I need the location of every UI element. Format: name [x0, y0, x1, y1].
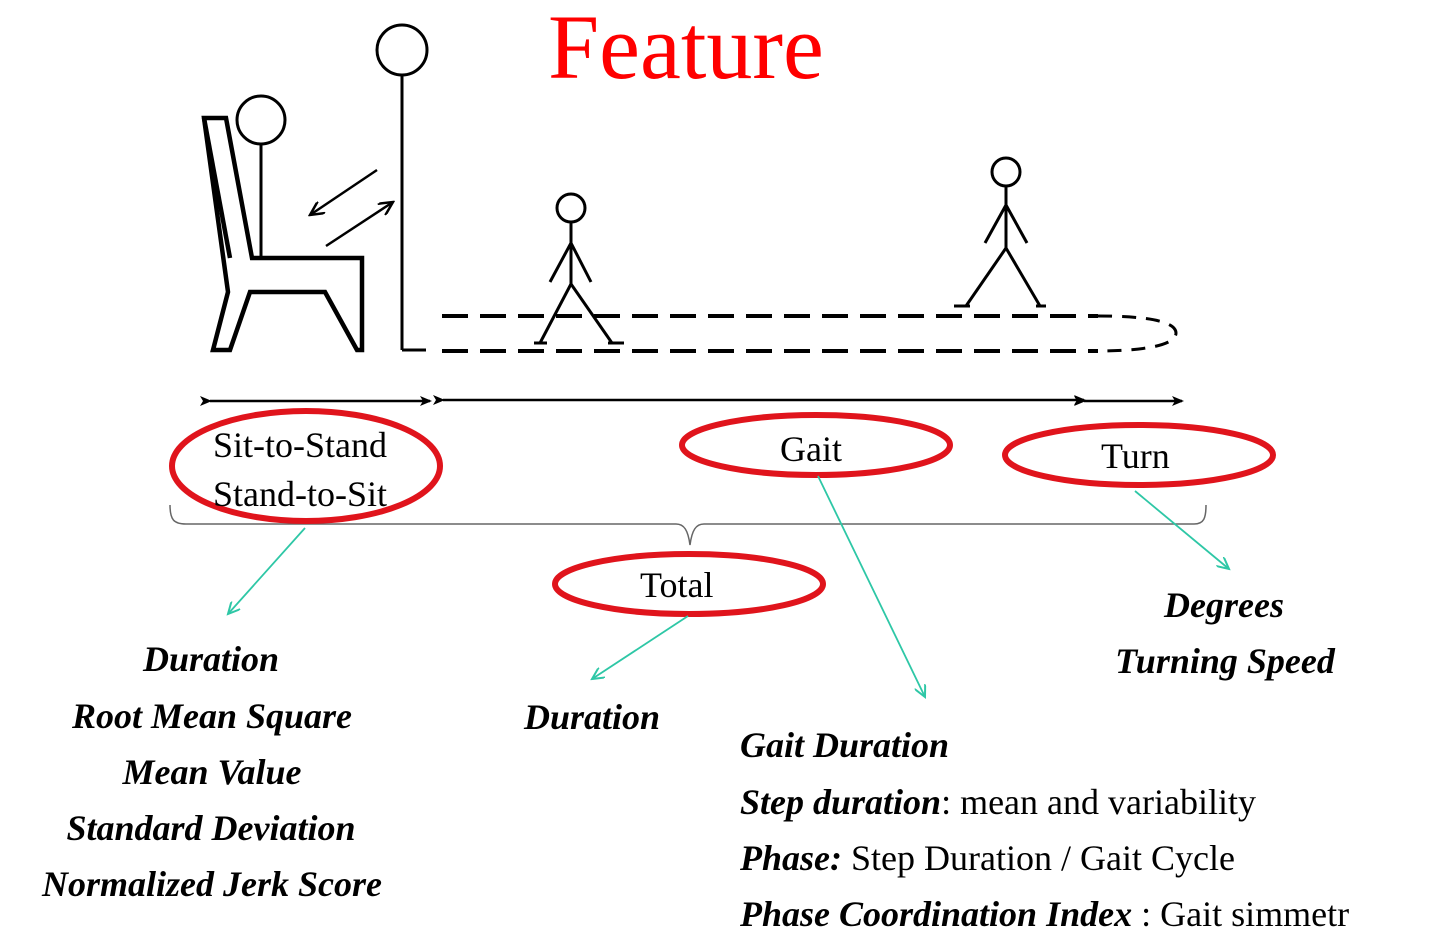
stick-figure-walking-icon [534, 192, 624, 345]
sit-stand-highlight [169, 408, 443, 524]
feature-item: Turning Speed [1115, 641, 1336, 681]
gait-label: Gait [780, 429, 842, 469]
turn-pointer-arrow [1134, 490, 1229, 569]
feature-item: Root Mean Square [71, 696, 352, 736]
total-pointer-arrow [592, 615, 689, 679]
diagram-title: Feature [548, 0, 824, 98]
total-bracket [169, 504, 1207, 546]
turn-highlight [1002, 422, 1276, 488]
feature-item: Standard Deviation [66, 808, 355, 848]
stand-to-sit-label: Stand-to-Sit [213, 474, 387, 514]
feature-item: Mean Value [121, 752, 301, 792]
step-duration-feature: Step duration: mean and variability [740, 782, 1256, 822]
feature-item: Duration [142, 639, 279, 679]
total-feature-list: Duration [523, 697, 660, 737]
stick-figure-walking-icon-2 [954, 156, 1046, 308]
gait-feature-list: Gait Duration Step duration: mean and va… [739, 725, 1349, 931]
feature-item: Degrees [1163, 585, 1284, 625]
stand-arrow [325, 202, 393, 248]
phase-coordination-index-feature: Phase Coordination Index : Gait simmetr [739, 894, 1349, 931]
sit-stand-feature-list: Duration Root Mean Square Mean Value Sta… [41, 639, 382, 904]
gait-pointer-arrow [817, 475, 925, 697]
sit-to-stand-label: Sit-to-Stand [213, 425, 387, 465]
stick-figure-standing-icon [375, 23, 429, 352]
feature-item: Normalized Jerk Score [41, 864, 382, 904]
stick-figure-seated-icon [235, 94, 352, 260]
walkway-icon [442, 314, 1178, 353]
chair-icon [201, 115, 365, 353]
gait-highlight [679, 412, 953, 478]
turn-label: Turn [1101, 436, 1170, 476]
total-highlight [552, 551, 826, 617]
turn-feature-list: Degrees Turning Speed [1115, 585, 1336, 681]
sit-stand-pointer-arrow [228, 527, 306, 614]
gait-duration-feature: Gait Duration [740, 725, 949, 765]
total-label: Total [640, 565, 713, 605]
phase-feature: Phase: Step Duration / Gait Cycle [739, 838, 1235, 878]
feature-item: Duration [523, 697, 660, 737]
sit-arrow [310, 168, 378, 215]
